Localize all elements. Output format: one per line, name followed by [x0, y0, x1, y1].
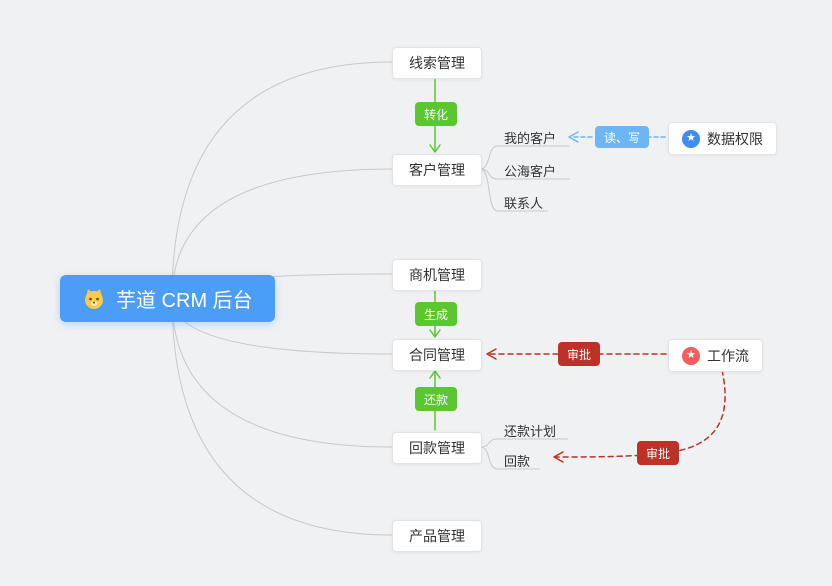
- payment-child-branches: [479, 438, 568, 470]
- star-icon: ★: [682, 129, 700, 148]
- child-repayment-plan[interactable]: 还款计划: [504, 424, 557, 439]
- tag-convert[interactable]: 转化: [415, 102, 458, 126]
- node-workflow[interactable]: ★ 工作流: [668, 339, 763, 372]
- node-customer-management[interactable]: 客户管理: [392, 154, 482, 186]
- child-my-customers[interactable]: 我的客户: [504, 131, 557, 146]
- dog-icon: [82, 287, 106, 311]
- node-label: 商机管理: [409, 267, 465, 283]
- star-icon: ★: [682, 346, 700, 365]
- child-payment[interactable]: 回款: [504, 454, 531, 469]
- side-node-label: 工作流: [707, 347, 749, 364]
- data-permission-arrow: [568, 131, 666, 143]
- root-node-label: 芋道 CRM 后台: [116, 290, 253, 312]
- customer-child-branches: [479, 145, 570, 212]
- node-lead-management[interactable]: 线索管理: [392, 47, 482, 79]
- root-node-crm-backend[interactable]: 芋道 CRM 后台: [60, 275, 275, 322]
- node-data-permission[interactable]: ★ 数据权限: [668, 122, 777, 155]
- node-label: 客户管理: [409, 162, 465, 178]
- node-contract-management[interactable]: 合同管理: [392, 339, 482, 371]
- tag-generate[interactable]: 生成: [415, 302, 458, 326]
- side-node-label: 数据权限: [707, 130, 763, 147]
- node-label: 线索管理: [409, 55, 465, 71]
- child-public-customers[interactable]: 公海客户: [504, 164, 557, 179]
- tag-repay[interactable]: 还款: [415, 387, 458, 411]
- node-label: 回款管理: [409, 440, 465, 456]
- tag-approve-contract[interactable]: 审批: [558, 342, 601, 366]
- node-opportunity-management[interactable]: 商机管理: [392, 259, 482, 291]
- tag-approve-payment[interactable]: 审批: [637, 441, 680, 465]
- node-label: 产品管理: [409, 528, 465, 544]
- green-flow-arrows: [429, 77, 441, 431]
- node-product-management[interactable]: 产品管理: [392, 520, 482, 552]
- node-label: 合同管理: [409, 347, 465, 363]
- node-payment-management[interactable]: 回款管理: [392, 432, 482, 464]
- child-contacts[interactable]: 联系人: [504, 196, 544, 211]
- tag-read-write[interactable]: 读、写: [595, 126, 650, 148]
